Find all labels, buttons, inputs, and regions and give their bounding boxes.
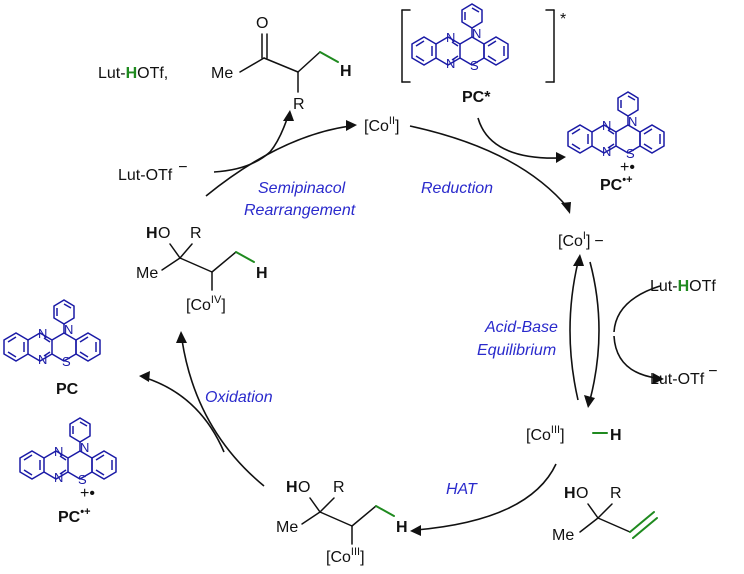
co-iv-intermediate: H O R Me H [CoIV] — [136, 225, 268, 314]
arrow-pc-quench — [477, 117, 561, 159]
pc-atom-n-0-2: N — [472, 26, 481, 41]
arrow-pc-reduce-head — [139, 371, 150, 382]
sub-h: H — [564, 485, 576, 502]
arrow-lut-otf-in — [213, 115, 289, 173]
lut-otf-right: Lut-OTf− — [650, 363, 718, 388]
pc-atom-n-1-2: N — [628, 114, 637, 129]
arrow-lut-in — [613, 285, 661, 333]
pc-atom-n-3-1: N — [54, 470, 63, 485]
arrow-lut-out-head — [653, 373, 664, 384]
pc-radcat-top-label: PC•+ — [600, 174, 633, 194]
co4-o: O — [158, 225, 170, 242]
arrow-semipinacol — [205, 125, 351, 197]
arrow-reduction-head — [561, 202, 571, 214]
arrow-semipinacol-head — [346, 120, 357, 131]
co3-me: Me — [276, 519, 298, 536]
step-reduction: Reduction — [421, 180, 493, 197]
lut-hotf-right: Lut-HOTf — [650, 278, 716, 295]
arrow-lut-out — [613, 335, 657, 379]
pc-radcat-bottom-label: PC•+ — [58, 506, 91, 526]
pc-atom-n-2-0: N — [38, 326, 47, 341]
sub-me: Me — [552, 527, 574, 544]
step-acidbase-line2: Equilibrium — [477, 342, 556, 359]
pc-atom-n-3-0: N — [54, 444, 63, 459]
arrow-equilibrium-down-head — [584, 395, 595, 408]
co3-h2: H — [396, 519, 408, 536]
step-acidbase-line1: Acid-Base — [484, 319, 558, 336]
co-iii-alkyl: H O R Me H [CoIII] — [276, 479, 408, 566]
arrow-hat — [415, 463, 557, 531]
pc-atom-n-2-1: N — [38, 352, 47, 367]
pc-atom-s-3-3: S — [78, 472, 87, 487]
co4-co: [CoIV] — [186, 294, 226, 314]
co4-h: H — [146, 225, 158, 242]
arrow-equilibrium-up — [569, 261, 579, 401]
step-hat: HAT — [446, 481, 478, 498]
pc-atom-n-0-0: N — [446, 30, 455, 45]
arrow-pc-reduce — [145, 377, 225, 453]
product-me: Me — [211, 65, 233, 82]
pc-excited-label: PC* — [462, 89, 491, 106]
alkene-substrate: H O R Me — [552, 485, 658, 544]
arrow-product-head — [283, 110, 294, 121]
product-r: R — [293, 96, 305, 113]
pc-atom-n-1-1: N — [602, 144, 611, 159]
product-h: H — [340, 63, 352, 80]
product-o: O — [256, 15, 268, 32]
pc-atom-s-1-3: S — [626, 146, 635, 161]
co-ii-label: [CoII] — [364, 115, 399, 135]
sub-r: R — [610, 485, 622, 502]
arrow-equilibrium-down — [589, 261, 600, 401]
step-semipinacol-line1: Semipinacol — [258, 180, 346, 197]
lut-hotf-top: Lut-HOTf, — [98, 65, 168, 82]
step-semipinacol-line2: Rearrangement — [244, 202, 356, 219]
co4-me: Me — [136, 265, 158, 282]
co4-r: R — [190, 225, 202, 242]
arrow-pc-quench-head — [556, 152, 566, 163]
co4-h2: H — [256, 265, 268, 282]
pc-atom-s-2-3: S — [62, 354, 71, 369]
arrow-equilibrium-up-head — [573, 254, 584, 266]
arrow-hat-head — [410, 525, 421, 536]
arrow-oxidation — [181, 339, 265, 487]
pc-radcat-top-charge: +• — [620, 159, 635, 176]
arrow-oxidation-head — [176, 331, 187, 343]
pc-atom-s-0-3: S — [470, 58, 479, 73]
pc-atom-n-1-0: N — [602, 118, 611, 133]
co3-co: [CoIII] — [326, 546, 365, 566]
pc-atom-n-0-1: N — [446, 56, 455, 71]
pc-ground-label: PC — [56, 381, 79, 398]
pc-atom-n-3-2: N — [80, 440, 89, 455]
pc-excited-bracket-mark: * — [560, 11, 566, 28]
pc-radcat-bottom-charge: +• — [80, 485, 95, 502]
arrow-reduction — [409, 125, 569, 209]
co3-r: R — [333, 479, 345, 496]
co-iii-hydride-h: H — [610, 427, 622, 444]
step-oxidation: Oxidation — [205, 389, 273, 406]
co3-h: H — [286, 479, 298, 496]
product-ketone: O Me R H — [211, 15, 352, 113]
co-iii-h-label: [CoIII] — [526, 424, 565, 444]
pc-atom-n-2-2: N — [64, 322, 73, 337]
co-i-label: [CoI]− — [558, 230, 604, 250]
sub-o: O — [576, 485, 588, 502]
co3-o: O — [298, 479, 310, 496]
lut-otf-left: Lut-OTf− — [118, 159, 188, 184]
